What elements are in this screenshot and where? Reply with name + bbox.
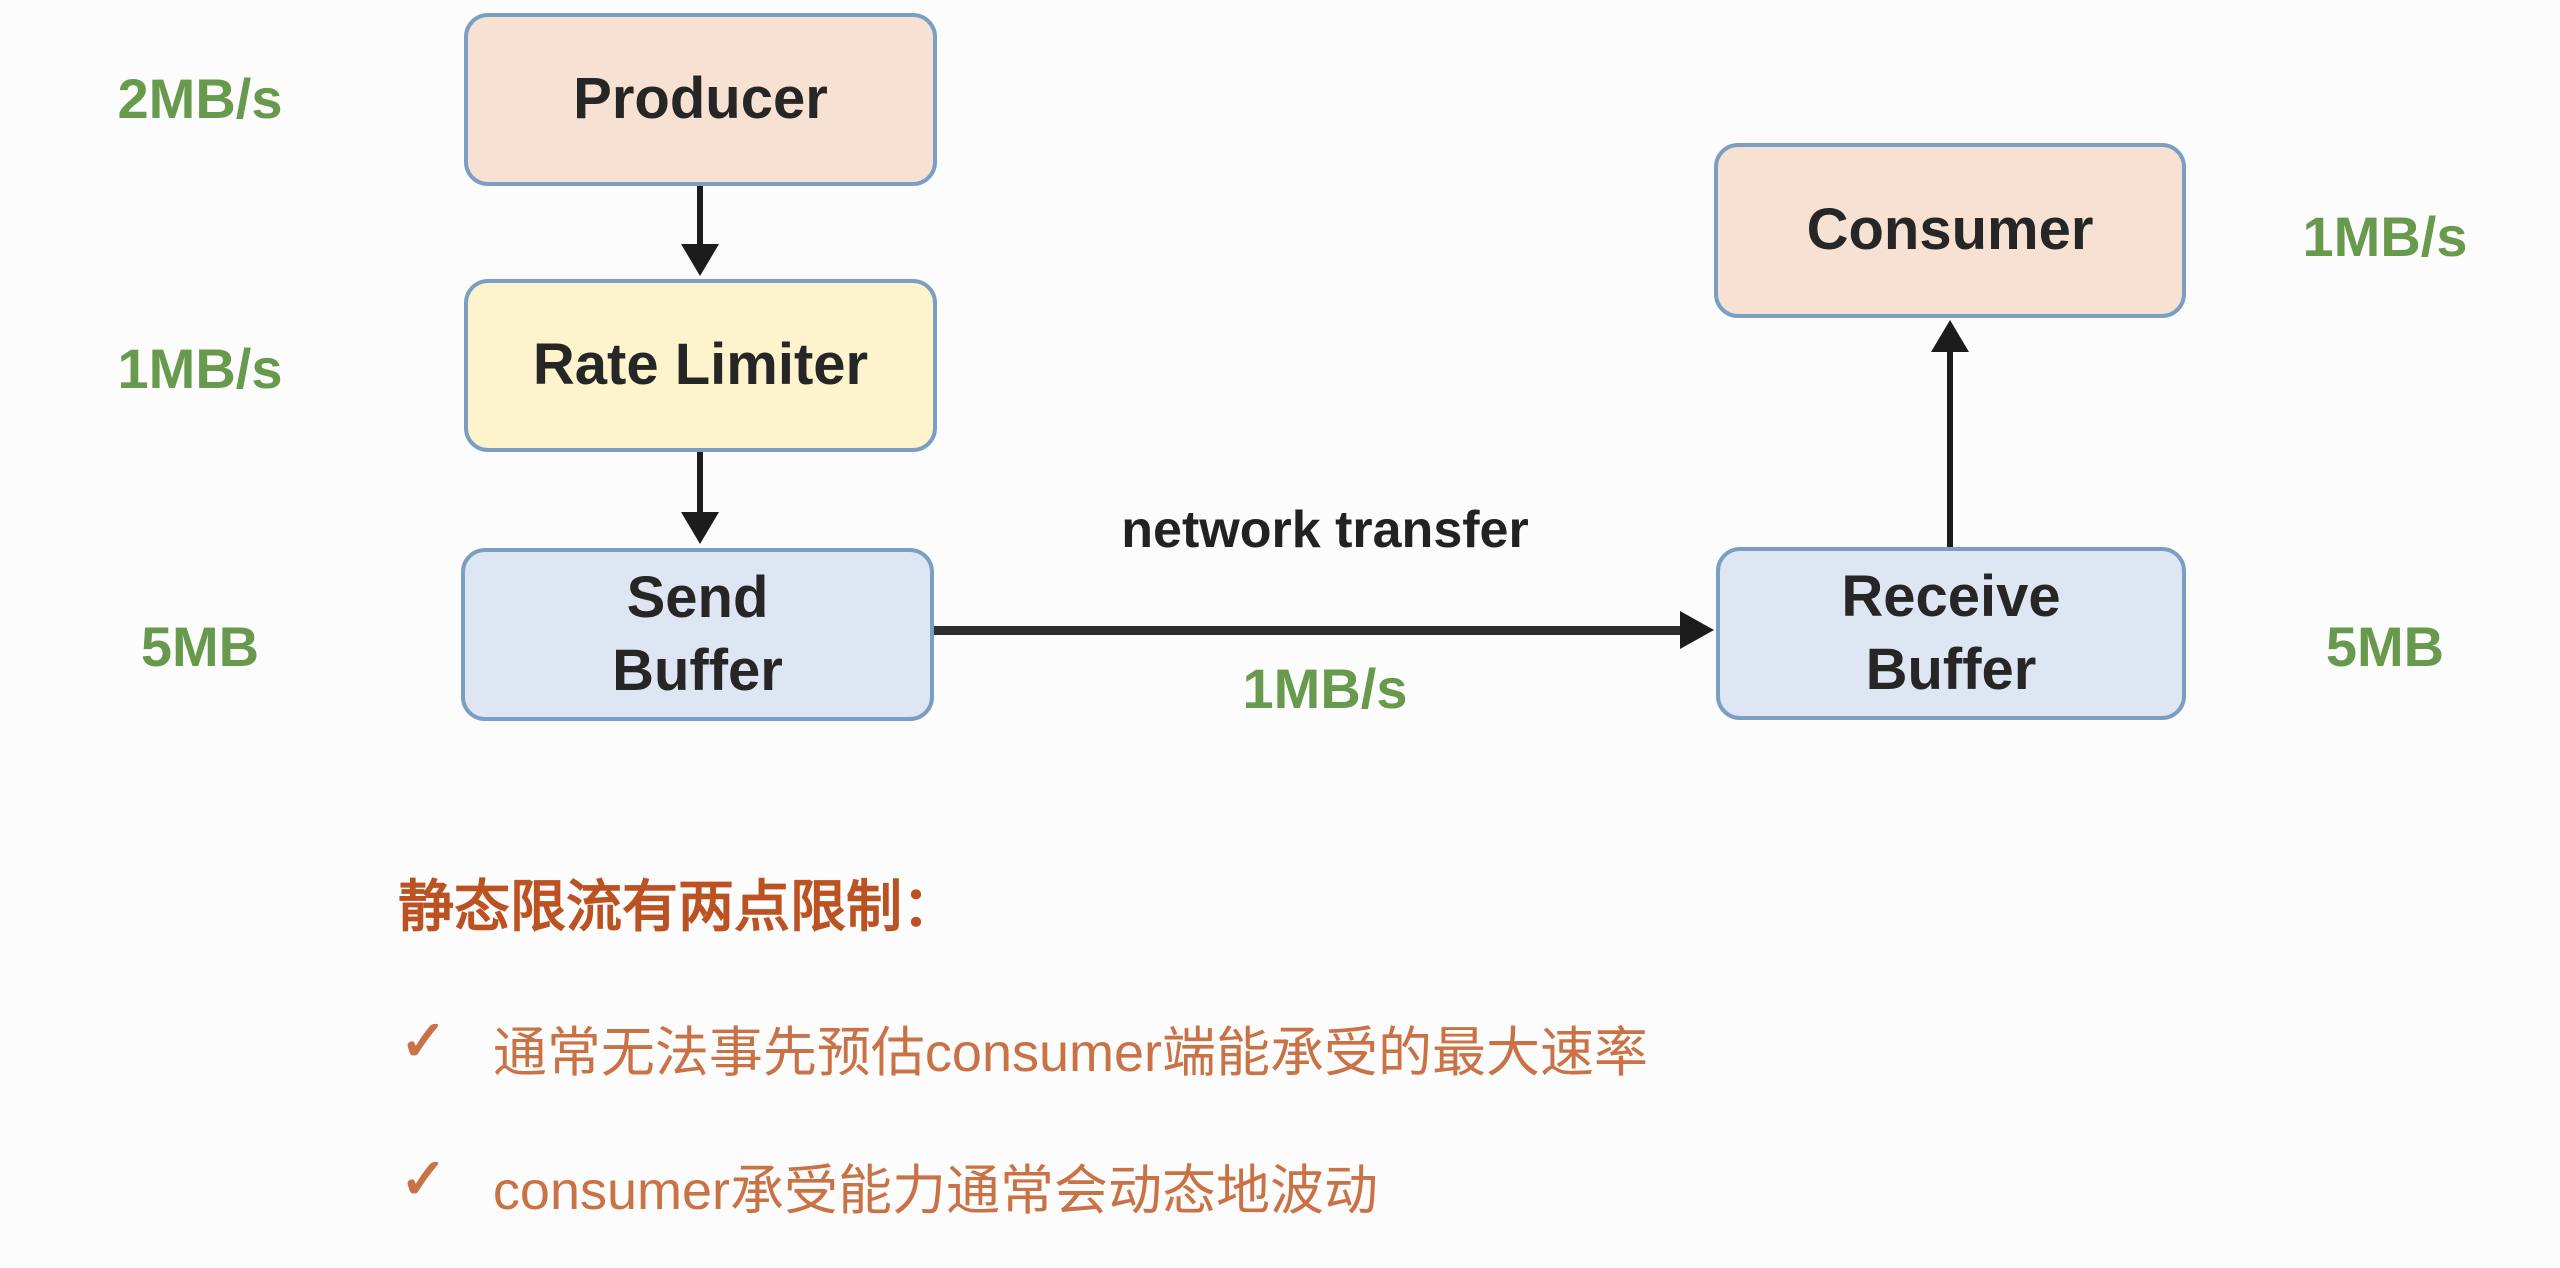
receive-buffer-label-line1: Receive [1841,564,2061,629]
send-buffer-label-line2: Buffer [612,637,783,703]
rate-limiter-node-label: Rate Limiter [532,332,869,398]
checkmark-icon: ✓ [400,1147,447,1210]
arrowhead-down-icon [681,512,719,544]
checkmark-icon: ✓ [400,1009,447,1072]
consumer-node-label: Consumer [1806,197,2094,263]
receive-buffer-label-line2: Buffer [1865,636,2037,702]
rate-limiter-node: Rate Limiter [464,279,937,452]
receive-buffer-size-label: 5MB [2325,615,2445,678]
list-item: ✓ 通常无法事先预估consumer端能承受的最大速率 [400,1008,1648,1087]
arrow-producer-to-limiter [697,186,703,246]
producer-node-label: Producer [573,66,828,132]
bullet-text: consumer承受能力通常会动态地波动 [492,1161,1379,1221]
receive-buffer-node: Receive Buffer [1716,547,2186,720]
arrowhead-up-icon [1931,320,1969,352]
notes-heading: 静态限流有两点限制： [398,875,958,938]
send-buffer-node: Send Buffer [461,548,934,721]
arrowhead-right-icon [1680,611,1714,649]
network-rate-label: 1MB/s [1242,657,1408,720]
arrow-limiter-to-send-buffer [697,452,703,514]
send-buffer-size-label: 5MB [140,615,260,678]
producer-rate-label: 2MB/s [117,67,283,130]
producer-node: Producer [464,13,937,186]
arrow-send-to-receive-buffer [934,626,1686,635]
limiter-rate-label: 1MB/s [117,337,283,400]
arrowhead-down-icon [681,244,719,276]
network-transfer-label: network transfer [1121,501,1529,559]
list-item: ✓ consumer承受能力通常会动态地波动 [400,1146,1378,1225]
consumer-rate-label: 1MB/s [2302,205,2468,268]
bullet-text: 通常无法事先预估consumer端能承受的最大速率 [492,1023,1649,1083]
send-buffer-label-line1: Send [626,565,769,630]
arrow-receive-buffer-to-consumer [1947,350,1953,547]
consumer-node: Consumer [1714,143,2186,318]
